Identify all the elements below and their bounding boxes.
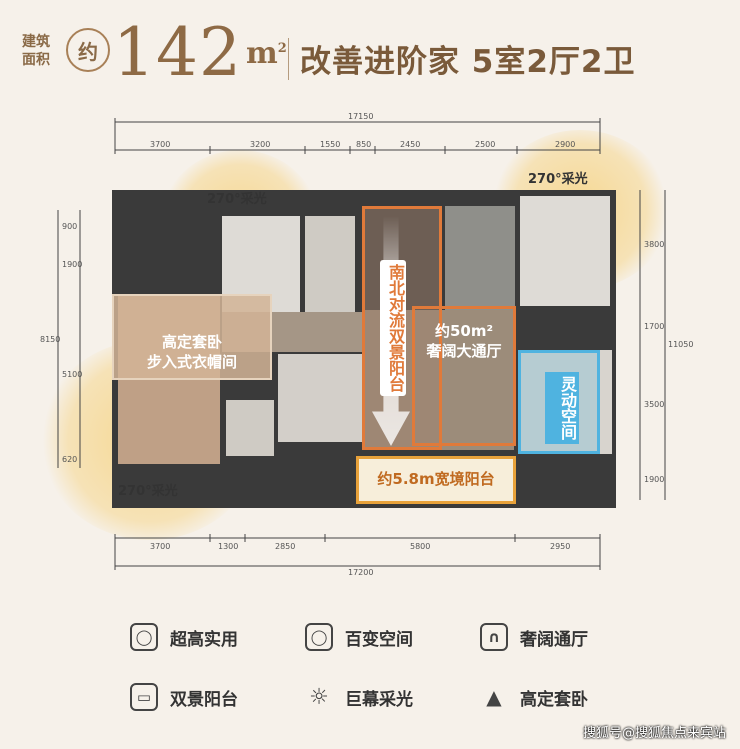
sun-icon: ☼ [309,684,329,710]
dim-right-total: 11050 [668,340,694,349]
wide-balcony-box [356,456,516,504]
dim-bottom-seg: 3700 [150,542,171,551]
kitchen [445,206,515,312]
dim-bottom-seg: 1300 [218,542,239,551]
bathroom-bottom [226,400,274,456]
area-value: 142 [113,14,242,91]
dim-top-seg: 850 [356,140,372,149]
dim-top-seg: 2500 [475,140,496,149]
living-room-area: 约50m² [434,322,494,340]
light-label-top-right: 270°采光 [528,172,588,187]
tv-icon: ▭ [130,683,158,711]
dim-top-seg: 1550 [320,140,341,149]
dim-bottom-seg: 5800 [410,542,431,551]
feature-item: ◯百变空间 [305,623,413,651]
bedroom-middle [278,354,362,442]
dimension-lines [57,118,666,570]
dim-bottom-total: 17200 [348,568,374,577]
header: 建筑面积 约 142 m2 改善进阶家 5室2厅2卫 [0,0,740,100]
feature-item: ◯超高实用 [130,623,238,651]
approx-badge: 约 [66,28,110,72]
dim-left-seg: 900 [62,222,78,231]
dim-top-seg: 2450 [400,140,421,149]
master-suite-overlay [112,294,272,380]
dim-top-total: 17150 [348,112,374,121]
sofa-icon: ∩ [480,623,508,651]
living-room-box [412,306,516,446]
dim-left-total: 8150 [40,335,61,344]
lightbulb-icon: ◯ [130,623,158,651]
feature-item: ▭双景阳台 [130,683,238,711]
light-label-bottom-left: 270°采光 [118,484,178,499]
living-room-label: 奢阔大通厅 [426,342,502,360]
headline: 改善进阶家 5室2厅2卫 [300,44,636,80]
dim-top-seg: 2900 [555,140,576,149]
area-unit: m2 [246,36,287,71]
bulb-outline-icon: ◯ [305,623,333,651]
flex-space-label: 灵动空间 [545,372,579,444]
bathroom-top [305,216,355,312]
header-divider [288,38,289,80]
dim-left-seg: 620 [62,455,78,464]
dim-right-seg: 3800 [644,240,665,249]
bed-icon: ▲ [486,685,502,709]
light-label-top-left: 270°采光 [207,192,267,207]
area-label: 建筑面积 [22,34,50,68]
balcony-vertical-label: 南北对流双景阳台 [380,260,406,396]
dim-top-seg: 3200 [250,140,271,149]
feature-list: ◯超高实用 ◯百变空间 ∩奢阔通厅 ▭双景阳台 ☼巨幕采光 ▲高定套卧 [0,605,740,725]
dim-bottom-seg: 2850 [275,542,296,551]
master-suite-label: 高定套卧 步入式衣帽间 [146,333,237,371]
feature-item: ☼巨幕采光 [305,683,413,711]
feature-item: ∩奢阔通厅 [480,623,588,651]
feature-item: ▲高定套卧 [480,683,588,711]
balcony-vertical-box [362,206,442,450]
dim-top-seg: 3700 [150,140,171,149]
floor-plan: 17150 3700 3200 1550 850 2450 2500 2900 … [0,110,740,590]
dim-bottom-seg: 2950 [550,542,571,551]
dim-right-seg: 1700 [644,322,665,331]
wide-balcony-label: 约5.8m宽境阳台 [377,470,495,488]
watermark: 搜狐号@搜狐焦点来宾站 [582,726,726,741]
dim-right-seg: 1900 [644,475,665,484]
bedroom-top-right [520,196,610,306]
dim-left-seg: 5100 [62,370,83,379]
dim-right-seg: 3500 [644,400,665,409]
dim-left-seg: 1900 [62,260,83,269]
